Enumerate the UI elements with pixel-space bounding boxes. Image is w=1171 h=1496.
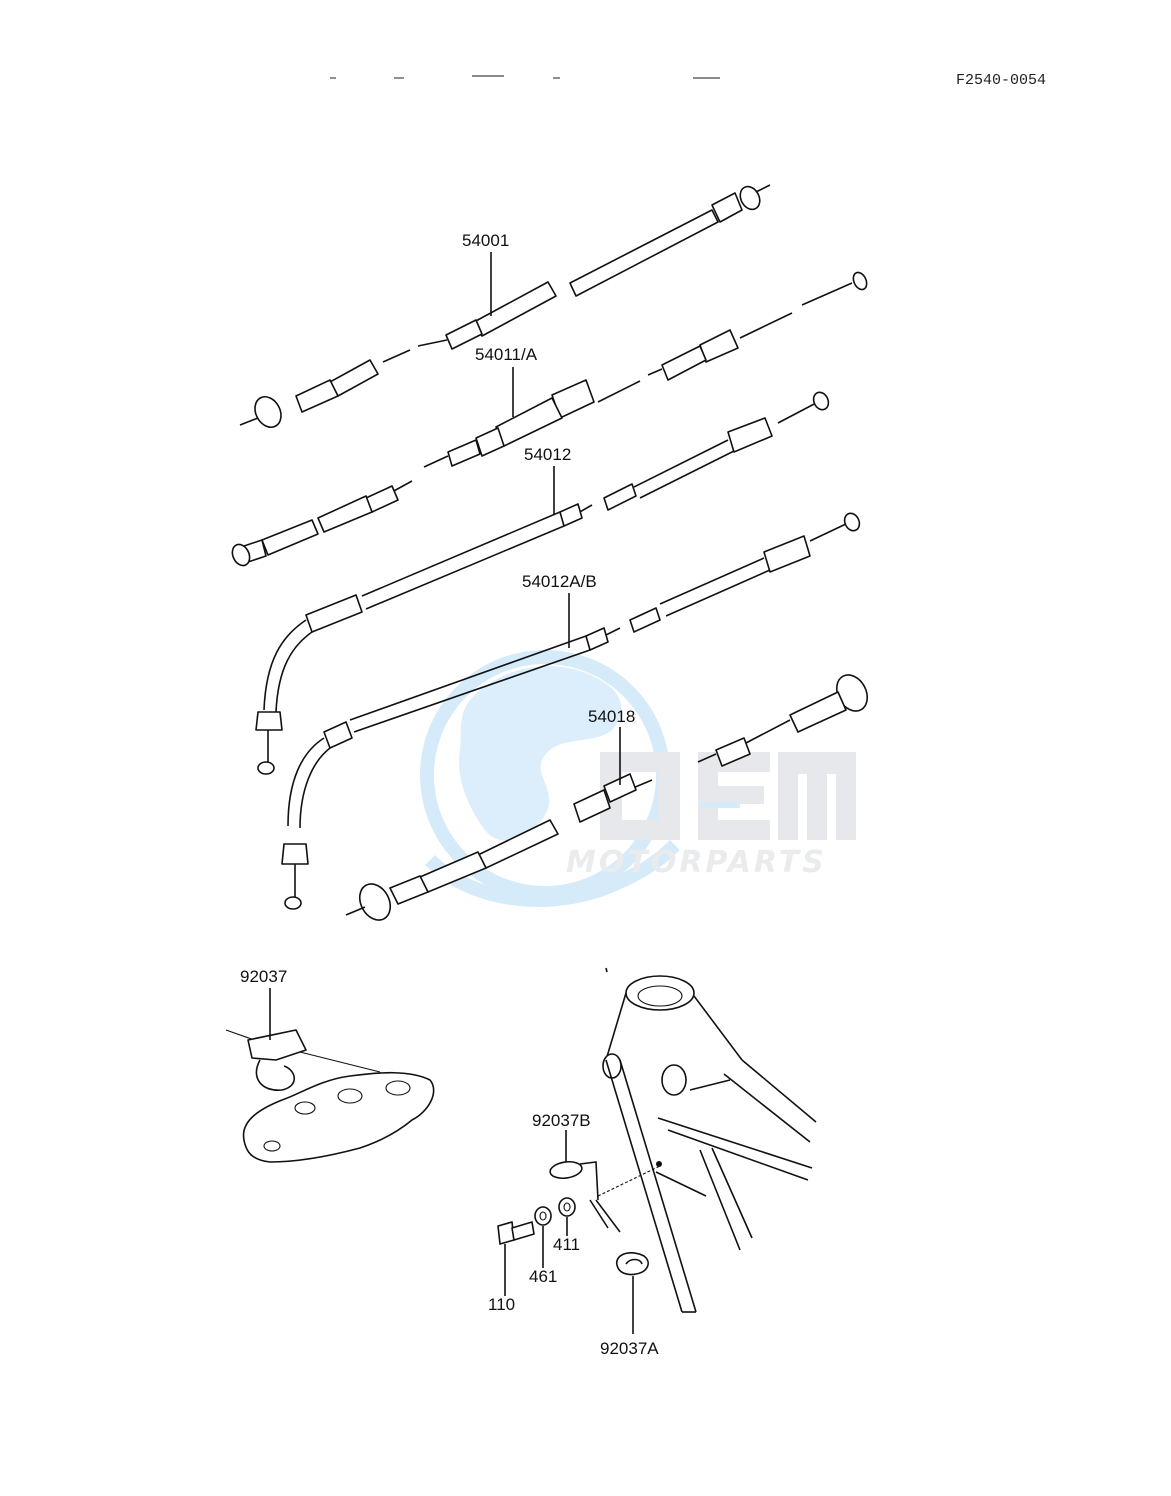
washer-461 (534, 1206, 552, 1226)
callout-54018: 54018 (588, 707, 635, 726)
cable-54011a (231, 271, 868, 567)
cable-guide-92037b (549, 1160, 621, 1233)
callout-54001: 54001 (462, 231, 509, 250)
cable-54001 (239, 184, 771, 429)
bolt-110 (497, 1221, 535, 1245)
callout-411: 411 (553, 1235, 580, 1254)
mount-hole (656, 1161, 662, 1167)
callout-54012ab: 54012A/B (522, 572, 597, 591)
watermark-subtitle: MOTORPARTS (566, 845, 827, 880)
watermark-accent-bar (700, 802, 740, 808)
lockwasher-411 (558, 1197, 576, 1217)
watermark-letters (600, 752, 856, 840)
callout-92037: 92037 (240, 967, 287, 986)
frame-headstock (602, 967, 817, 1313)
header-scan-marks (330, 75, 720, 79)
callout-54011a: 54011/A (475, 345, 538, 364)
callout-461: 461 (529, 1267, 557, 1286)
carburetor-clamp-92037 (225, 1029, 435, 1163)
callout-54012: 54012 (524, 445, 571, 464)
watermark-continents-icon (459, 666, 622, 841)
oem-motorparts-watermark: MOTORPARTS (420, 650, 856, 907)
cable-54018 (345, 674, 869, 921)
assembly-line (597, 1165, 661, 1197)
diagram-ref-code: F2540-0054 (956, 72, 1046, 89)
callout-110: 110 (488, 1295, 515, 1314)
clip-92037a (615, 1252, 649, 1276)
callout-92037b: 92037B (532, 1111, 591, 1130)
cable-54012ab (281, 512, 861, 910)
callout-92037a: 92037A (600, 1339, 659, 1358)
cable-54012 (255, 391, 830, 775)
